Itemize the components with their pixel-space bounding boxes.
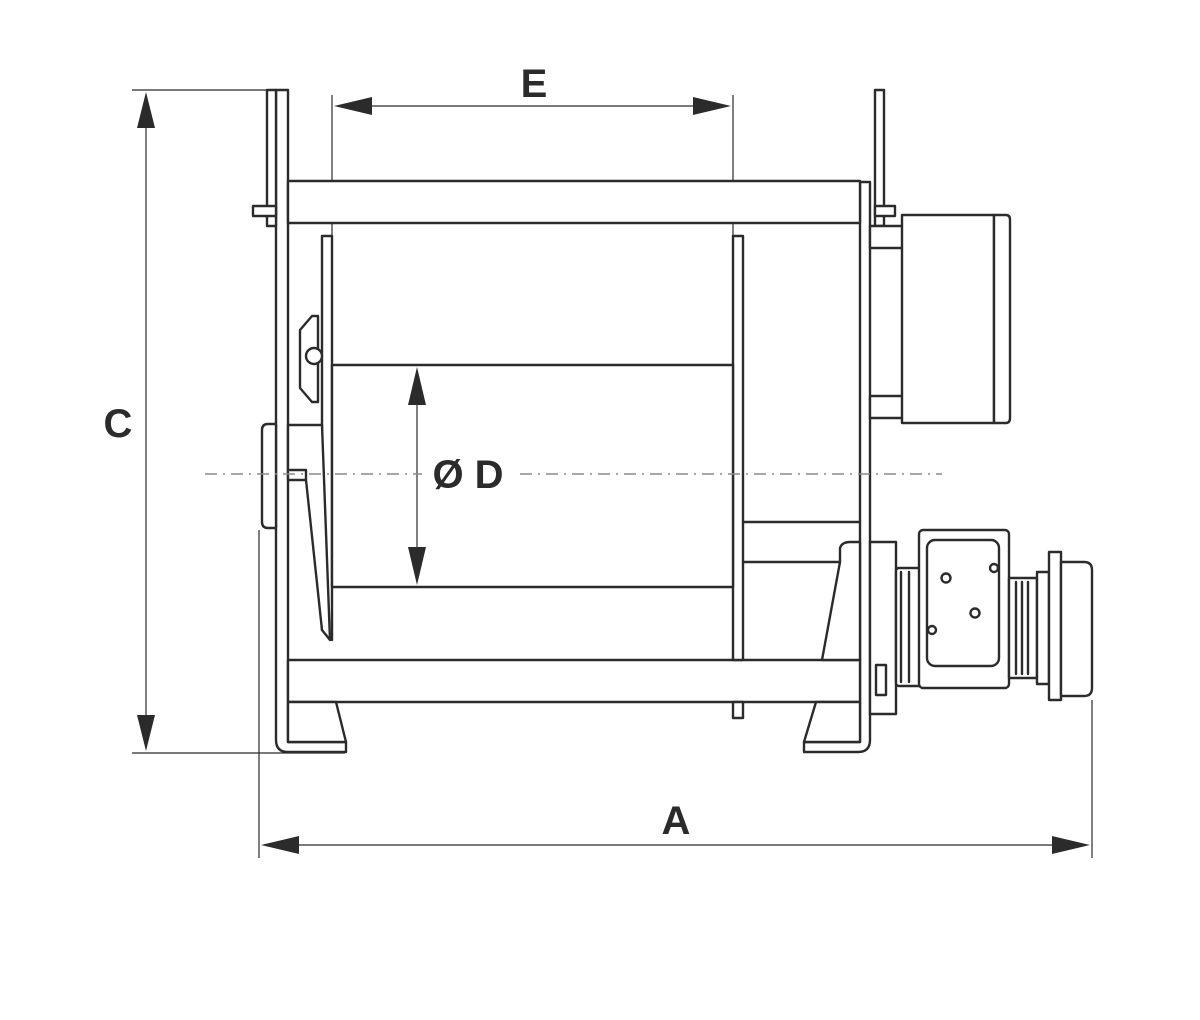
- dim-a-arrow-right: [1052, 836, 1090, 854]
- left-plate-bracket: [251, 204, 278, 218]
- shaft-end-cap: [260, 422, 278, 530]
- gearbox-bolt-2: [969, 607, 981, 619]
- gearbox-bolt-1: [940, 572, 952, 584]
- drum-assembly: [320, 234, 862, 720]
- left-plate-top-lug: [265, 88, 278, 228]
- motor-end-cap: [992, 213, 1012, 425]
- gearbox-bolt-3: [926, 624, 938, 636]
- dim-e-arrow-left: [334, 97, 372, 115]
- gearbox-cover: [925, 538, 1001, 668]
- dimension-c: C: [104, 89, 345, 754]
- brake-motor-cap: [1059, 560, 1094, 698]
- top-cross-beam: [286, 179, 862, 225]
- gearbox-bolt-4: [988, 562, 1000, 574]
- right-foot: [802, 700, 862, 744]
- dim-c-arrow-top: [137, 92, 155, 128]
- dim-e-arrow-right: [693, 97, 731, 115]
- winch-frame: [251, 88, 897, 754]
- brake-motor-flange: [1047, 550, 1063, 702]
- dim-a-arrow-left: [261, 836, 299, 854]
- label-c: C: [104, 402, 133, 446]
- brake-band: [286, 423, 332, 642]
- motor-body: [900, 213, 996, 425]
- dim-d-arrow-top: [408, 367, 426, 405]
- gear-drive: [868, 528, 1094, 716]
- dimension-a: A: [258, 530, 1093, 858]
- brake-lever-pivot: [304, 346, 324, 366]
- dim-d-label-backdrop: [424, 448, 512, 500]
- brake-motor-collar: [1035, 570, 1051, 686]
- gearbox-bolt-tab: [874, 663, 888, 697]
- left-foot: [286, 700, 348, 744]
- gearbox-housing-wedge: [820, 540, 862, 662]
- brake-band-clip: [288, 468, 308, 482]
- label-a: A: [662, 799, 691, 843]
- label-d: Ø D: [432, 453, 503, 497]
- dim-c-arrow-bottom: [137, 715, 155, 751]
- drum-right-flange: [731, 234, 745, 662]
- electric-motor: [868, 213, 1012, 425]
- drum-barrel: [330, 363, 735, 589]
- right-side-plate: [802, 180, 872, 754]
- drum-flange-bottom-tab: [731, 700, 745, 720]
- dimension-e: E: [331, 62, 734, 240]
- dimension-d: [408, 367, 512, 585]
- right-plate-bracket: [873, 204, 897, 218]
- label-e: E: [521, 62, 548, 106]
- bottom-cross-beam: [286, 658, 862, 704]
- brake-assembly: [260, 314, 332, 642]
- dim-d-arrow-bottom: [408, 547, 426, 585]
